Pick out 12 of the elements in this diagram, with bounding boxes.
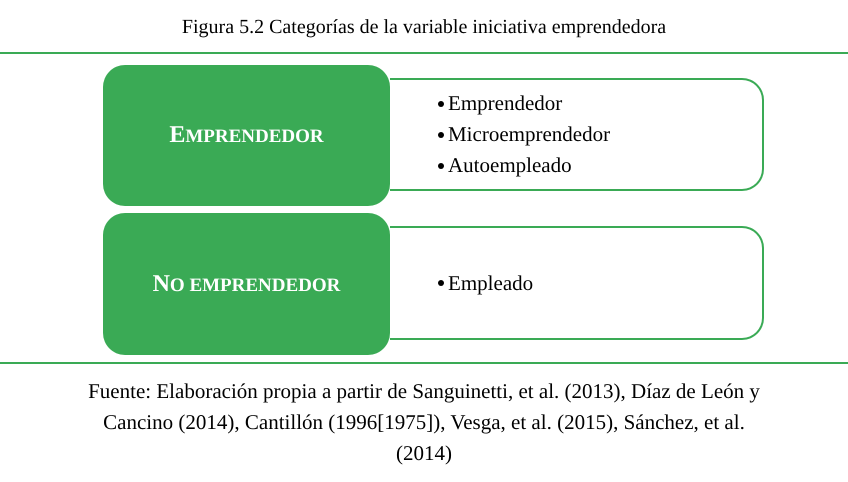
category-box — [103, 213, 390, 355]
list-item: Autoempleado — [448, 152, 572, 179]
item-list-box — [390, 78, 764, 191]
figure-title: Figura 5.2 Categorías de la variable iniciativa emprendedora — [180, 16, 668, 39]
source-note: Fuente: Elaboración propia a partir de Sanguinetti, et al. (2013), Díaz de León y Cancino (2014), Cantillón (1996[1975]), Vesga, et al. (2015), Sánchez, et al. (2014) — [87, 378, 761, 467]
category-label: NO EMPRENDEDOR — [152, 270, 340, 298]
list-item: Emprendedor — [448, 90, 562, 117]
item-list-box — [390, 226, 764, 340]
list-item: Empleado — [448, 270, 534, 296]
category-label: EMPRENDEDOR — [169, 122, 324, 149]
category-box — [103, 65, 390, 206]
list-item: Microemprendedor — [448, 121, 610, 148]
